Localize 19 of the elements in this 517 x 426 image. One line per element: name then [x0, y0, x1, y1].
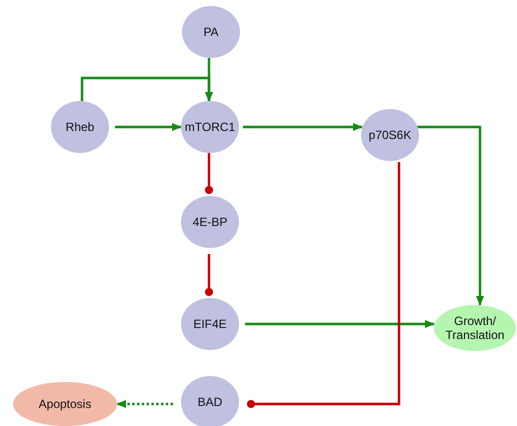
- node-label: mTORC1: [184, 120, 236, 134]
- node-label: 4E-BP: [192, 214, 228, 230]
- inhibition-line: [204, 254, 214, 296]
- node-label: Apoptosis: [38, 396, 92, 412]
- arrow: [243, 123, 363, 131]
- arrow: [417, 126, 484, 306]
- node-label: EIF4E: [193, 316, 227, 332]
- inhibition-line: [204, 153, 214, 194]
- dotted-arrow: [116, 400, 173, 408]
- node-label: PA: [203, 24, 219, 40]
- inhibition-line: [246, 162, 400, 408]
- pathway-node: [181, 376, 239, 426]
- arrow: [80, 76, 213, 102]
- arrow: [245, 320, 435, 328]
- node-label: BAD: [198, 394, 222, 410]
- arrow: [115, 123, 182, 131]
- node-label: p70S6K: [368, 128, 412, 142]
- node-label: Rheb: [66, 120, 94, 134]
- node-label: Growth/ Translation: [444, 314, 506, 342]
